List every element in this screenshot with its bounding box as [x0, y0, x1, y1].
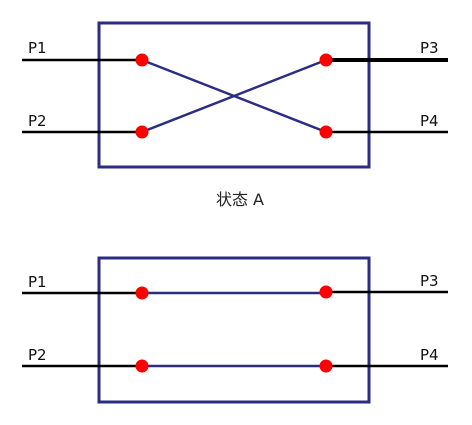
node-p4-state-a [319, 125, 333, 139]
port-label-p3-state-b: P3 [420, 272, 439, 290]
state-a-label: 状态 A [216, 190, 264, 209]
switch-box-state-b [97, 256, 371, 404]
port-label-p1-state-b: P1 [28, 273, 47, 291]
state-a-switch: P1 P2 P3 P4 [22, 21, 448, 169]
node-p1-state-b [135, 286, 149, 300]
node-p2-state-a [135, 125, 149, 139]
node-p1-state-a [135, 53, 149, 67]
port-label-p4-state-a: P4 [420, 112, 439, 130]
port-label-p4-state-b: P4 [420, 346, 439, 364]
path-p2-p3-state-a [141, 58, 327, 134]
node-p2-state-b [135, 359, 149, 373]
node-p3-state-b [319, 285, 333, 299]
port-label-p3-state-a: P3 [420, 39, 439, 57]
state-b-switch: P1 P2 P3 P4 [22, 256, 448, 404]
node-p4-state-b [319, 359, 333, 373]
node-p3-state-a [319, 53, 333, 67]
switch-box-state-a [97, 21, 371, 169]
port-label-p2-state-a: P2 [28, 112, 47, 130]
port-label-p2-state-b: P2 [28, 346, 47, 364]
port-label-p1-state-a: P1 [28, 39, 47, 57]
